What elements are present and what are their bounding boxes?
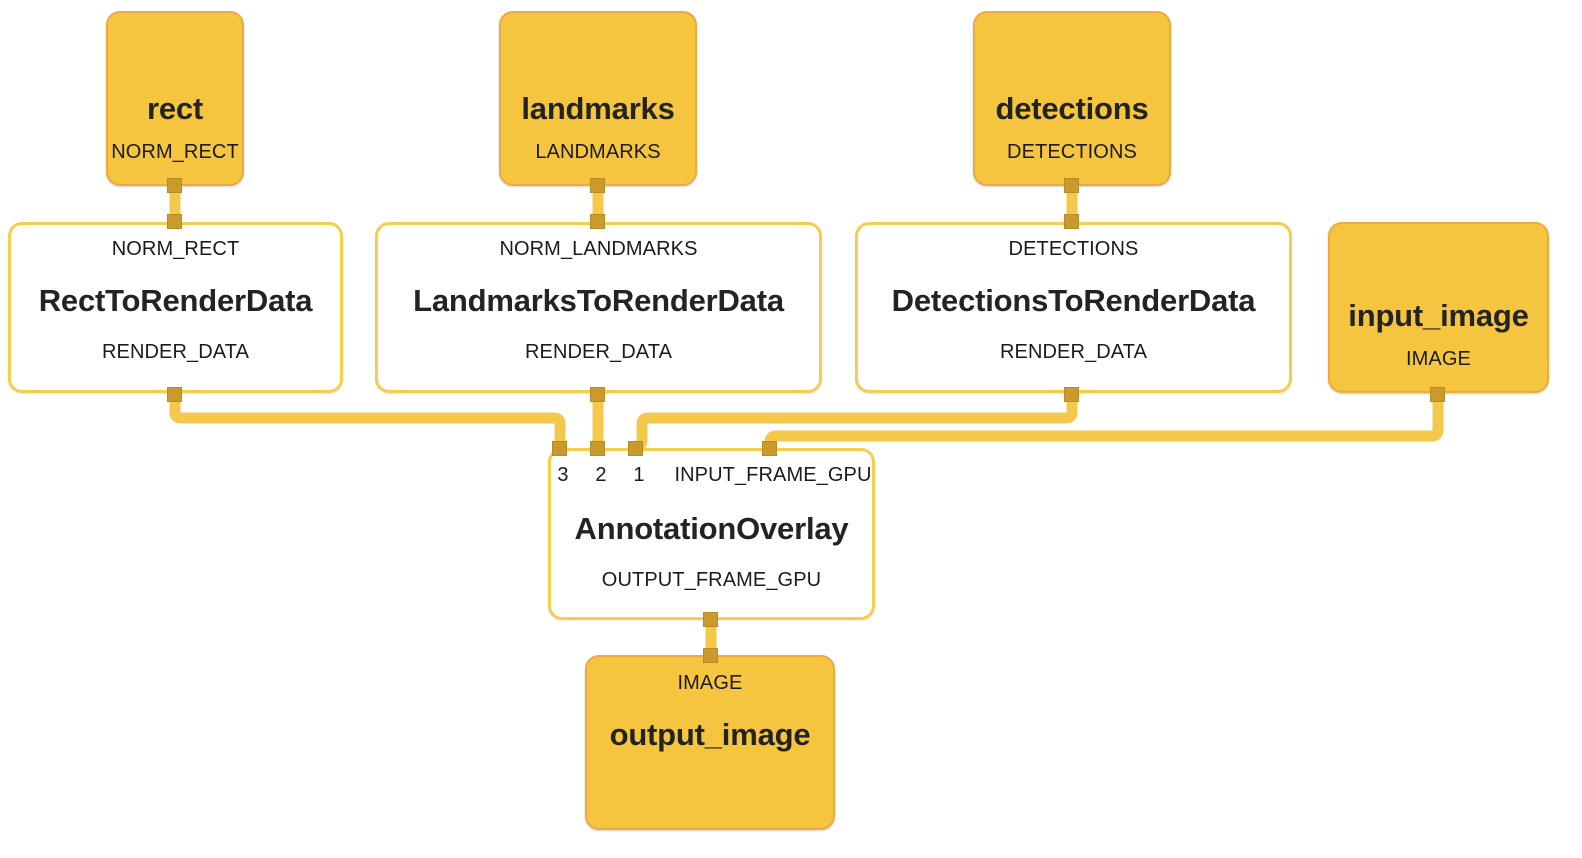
node-rect-to-render-data-output-port-label: RENDER_DATA (101, 341, 250, 363)
node-detections-to-render-data-input-port-label: DETECTIONS (1008, 238, 1139, 260)
annotation-overlay-input-port-1[interactable]: 1 (633, 464, 645, 486)
node-rect-title: rect (146, 91, 204, 126)
node-rect[interactable]: rect NORM_RECT (106, 11, 244, 186)
port-overlay-out[interactable] (703, 612, 718, 627)
node-annotation-overlay[interactable]: 3 2 1 INPUT_FRAME_GPU AnnotationOverlay … (548, 448, 875, 620)
node-input-image-title: input_image (1348, 298, 1529, 333)
port-overlay-in-2[interactable] (590, 441, 605, 456)
node-input-image-output-port-label: IMAGE (1406, 348, 1471, 370)
node-output-image[interactable]: IMAGE output_image (585, 655, 835, 830)
edge-rectrender-to-overlay3 (169, 393, 566, 455)
node-output-image-title: output_image (609, 717, 811, 752)
port-detectionsrender-out[interactable] (1064, 387, 1079, 402)
node-annotation-overlay-title: AnnotationOverlay (574, 511, 849, 546)
node-detections-to-render-data-output-port-label: RENDER_DATA (999, 341, 1148, 363)
node-rect-to-render-data[interactable]: NORM_RECT RectToRenderData RENDER_DATA (8, 222, 343, 393)
node-detections-to-render-data-title: DetectionsToRenderData (891, 283, 1256, 318)
node-landmarks-to-render-data-input-port-label: NORM_LANDMARKS (499, 238, 698, 260)
node-detections-to-render-data[interactable]: DETECTIONS DetectionsToRenderData RENDER… (855, 222, 1292, 393)
port-landmarksrender-in[interactable] (590, 214, 605, 229)
node-landmarks-to-render-data-title: LandmarksToRenderData (413, 283, 784, 318)
node-rect-to-render-data-title: RectToRenderData (38, 283, 313, 318)
node-rect-to-render-data-input-port-label: NORM_RECT (111, 238, 240, 260)
node-annotation-overlay-output-port-label: OUTPUT_FRAME_GPU (601, 569, 822, 591)
annotation-overlay-input-port-frame[interactable]: INPUT_FRAME_GPU (674, 464, 872, 486)
annotation-overlay-input-port-3[interactable]: 3 (557, 464, 569, 486)
node-detections-title: detections (995, 91, 1149, 126)
node-landmarks-title: landmarks (521, 91, 675, 126)
port-overlay-in-1[interactable] (628, 441, 643, 456)
node-landmarks-output-port-label: LANDMARKS (535, 141, 661, 163)
node-landmarks-to-render-data-output-port-label: RENDER_DATA (524, 341, 673, 363)
port-overlay-in-3[interactable] (552, 441, 567, 456)
port-rect-out[interactable] (167, 178, 182, 193)
edge-detectionsrender-to-overlay1 (630, 393, 1078, 455)
annotation-overlay-input-ports: 3 2 1 INPUT_FRAME_GPU (551, 465, 872, 489)
port-detectionsrender-in[interactable] (1064, 214, 1079, 229)
node-landmarks-to-render-data[interactable]: NORM_LANDMARKS LandmarksToRenderData REN… (375, 222, 822, 393)
port-rectrender-out[interactable] (167, 387, 182, 402)
node-output-image-input-port-label: IMAGE (677, 672, 743, 694)
node-detections-output-port-label: DETECTIONS (1007, 141, 1137, 163)
port-overlay-in-frame[interactable] (762, 441, 777, 456)
node-rect-output-port-label: NORM_RECT (111, 141, 239, 163)
port-landmarks-out[interactable] (590, 178, 605, 193)
port-outputimage-in[interactable] (703, 648, 718, 663)
port-rectrender-in[interactable] (167, 214, 182, 229)
port-detections-out[interactable] (1064, 178, 1079, 193)
annotation-overlay-input-port-2[interactable]: 2 (595, 464, 607, 486)
port-landmarksrender-out[interactable] (590, 387, 605, 402)
edge-inputimage-to-overlay-frame (764, 393, 1444, 455)
port-inputimage-out[interactable] (1430, 387, 1445, 402)
node-input-image[interactable]: input_image IMAGE (1328, 222, 1549, 393)
node-landmarks[interactable]: landmarks LANDMARKS (499, 11, 697, 186)
node-detections[interactable]: detections DETECTIONS (973, 11, 1171, 186)
